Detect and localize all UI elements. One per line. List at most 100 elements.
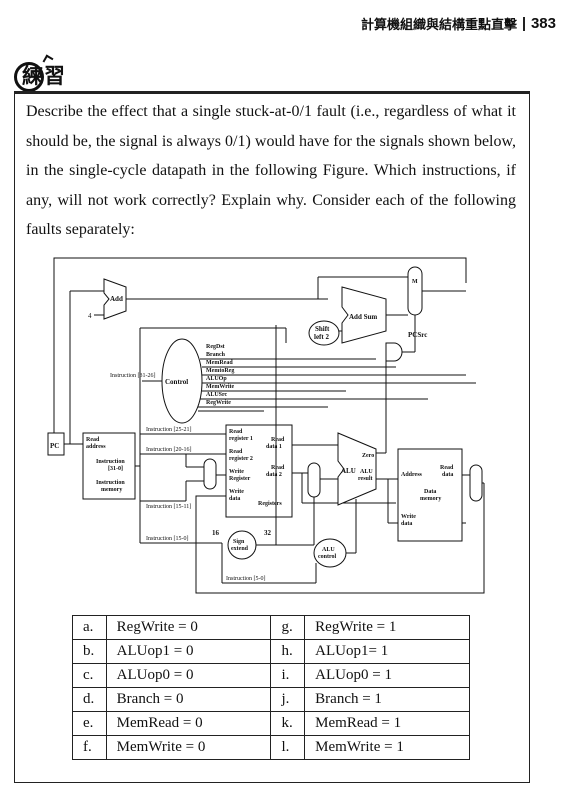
header-divider: [522, 16, 525, 31]
alu-label: ALU: [341, 467, 356, 475]
option-value: RegWrite = 0: [105, 615, 272, 640]
dm-address: Address: [401, 472, 423, 478]
wdb: data: [229, 496, 240, 502]
dm-wdata: data: [401, 521, 412, 527]
dm-write: Write: [401, 514, 416, 520]
option-key: e.: [72, 711, 107, 736]
option-key: j.: [270, 687, 306, 712]
writeback-wire: [195, 483, 485, 594]
option-value: MemRead = 1: [304, 711, 470, 736]
instr-25-21: Instruction [25-21]: [146, 427, 192, 433]
instr-15-0: Instruction [15-0]: [146, 536, 189, 542]
dm-data: data: [442, 472, 453, 478]
rr1b: register 1: [229, 436, 253, 442]
option-key: b.: [72, 639, 107, 664]
page-header: 計算機組織與結構重點直擊 383: [361, 14, 556, 33]
option-value: ALUop0 = 1: [304, 663, 470, 688]
option-value: MemRead = 0: [105, 711, 272, 736]
page-number: 383: [530, 15, 556, 32]
sig-memread: MemRead: [206, 360, 233, 366]
data-memory: [397, 448, 463, 542]
imem-read: Read: [86, 437, 100, 443]
question-text: Describe the effect that a single stuck-…: [26, 103, 516, 238]
imem-instruction: Instruction: [96, 459, 125, 465]
regdst-mux: [203, 458, 217, 490]
add-sum-label: Add Sum: [349, 313, 377, 321]
option-value: ALUop1= 1: [304, 639, 470, 664]
rd2b: data 2: [266, 472, 282, 478]
imem-name: Instruction: [96, 480, 125, 486]
imem-address: address: [86, 444, 106, 450]
option-key: a.: [72, 615, 107, 640]
sign-label: Sign: [233, 539, 245, 545]
imem-bits: [31-0]: [108, 466, 123, 472]
registers-label: Registers: [258, 501, 282, 507]
bits-32: 32: [264, 529, 272, 537]
option-key: l.: [270, 735, 306, 760]
shift-label: Shift: [315, 325, 330, 333]
rr2b: register 2: [229, 456, 253, 462]
option-value: MemWrite = 0: [105, 735, 272, 760]
exercise-box: [14, 91, 530, 783]
option-value: Branch = 0: [105, 687, 272, 712]
option-value: MemWrite = 1: [304, 735, 470, 760]
option-key: g.: [270, 615, 306, 640]
alu-result-label2: result: [358, 476, 373, 482]
aluctl-label: ALU: [322, 547, 335, 553]
instr-20-16: Instruction [20-16]: [146, 447, 192, 453]
sig-regdst: RegDst: [206, 344, 225, 350]
wr: Write: [229, 469, 244, 475]
adder-label: Add: [110, 295, 123, 303]
dm-read: Read: [440, 465, 454, 471]
sign-extend: [227, 530, 257, 560]
badge-label: 練習: [22, 64, 66, 88]
option-key: i.: [270, 663, 306, 688]
alu-control: [313, 538, 347, 568]
memtoreg-mux: [469, 464, 483, 502]
option-key: h.: [270, 639, 306, 664]
bits-16: 16: [212, 529, 220, 537]
pc-adder: [103, 278, 127, 320]
branch-and-gate: [385, 342, 403, 362]
pc-label: PC: [50, 442, 59, 450]
const-four: 4: [88, 312, 92, 320]
extend-label: extend: [231, 546, 249, 552]
shift-left-2: [308, 320, 340, 346]
exercise-badge: 練習: [14, 54, 86, 92]
shift2-label: left 2: [314, 333, 329, 341]
instruction-memory: [82, 432, 136, 500]
option-value: ALUop0 = 0: [105, 663, 272, 688]
rd2: Read: [271, 465, 285, 471]
aluctl-label2: control: [318, 554, 337, 560]
dm-name2: memory: [420, 496, 441, 502]
single-cycle-datapath-diagram: PC Add 4 Add Sum M PCSrc Shift left 2 Co…: [47, 257, 485, 594]
imem-name2: memory: [101, 487, 122, 493]
register-file: [225, 424, 293, 518]
control-signal-wires: [198, 358, 476, 412]
pc-source-mux: [407, 266, 423, 316]
alu-result-label: ALU: [360, 469, 373, 475]
rr1: Read: [229, 429, 243, 435]
sig-memwrite: MemWrite: [206, 384, 235, 390]
rr2: Read: [229, 449, 243, 455]
wrb: Register: [229, 476, 251, 482]
option-value: RegWrite = 1: [304, 615, 470, 640]
sig-regwrite: RegWrite: [206, 400, 231, 406]
control-label: Control: [165, 378, 188, 386]
branch-adder: [341, 286, 387, 344]
instr-15-11: Instruction [15-11]: [146, 504, 191, 510]
instr-5-0: Instruction [5-0]: [226, 576, 266, 582]
option-key: c.: [72, 663, 107, 688]
sig-aluop: ALUOp: [206, 376, 227, 382]
alusrc-mux: [307, 462, 321, 498]
option-value: ALUop1 = 0: [105, 639, 272, 664]
sig-alusrc: ALUSrc: [206, 392, 228, 398]
pc-feedback-wire: [53, 257, 467, 446]
